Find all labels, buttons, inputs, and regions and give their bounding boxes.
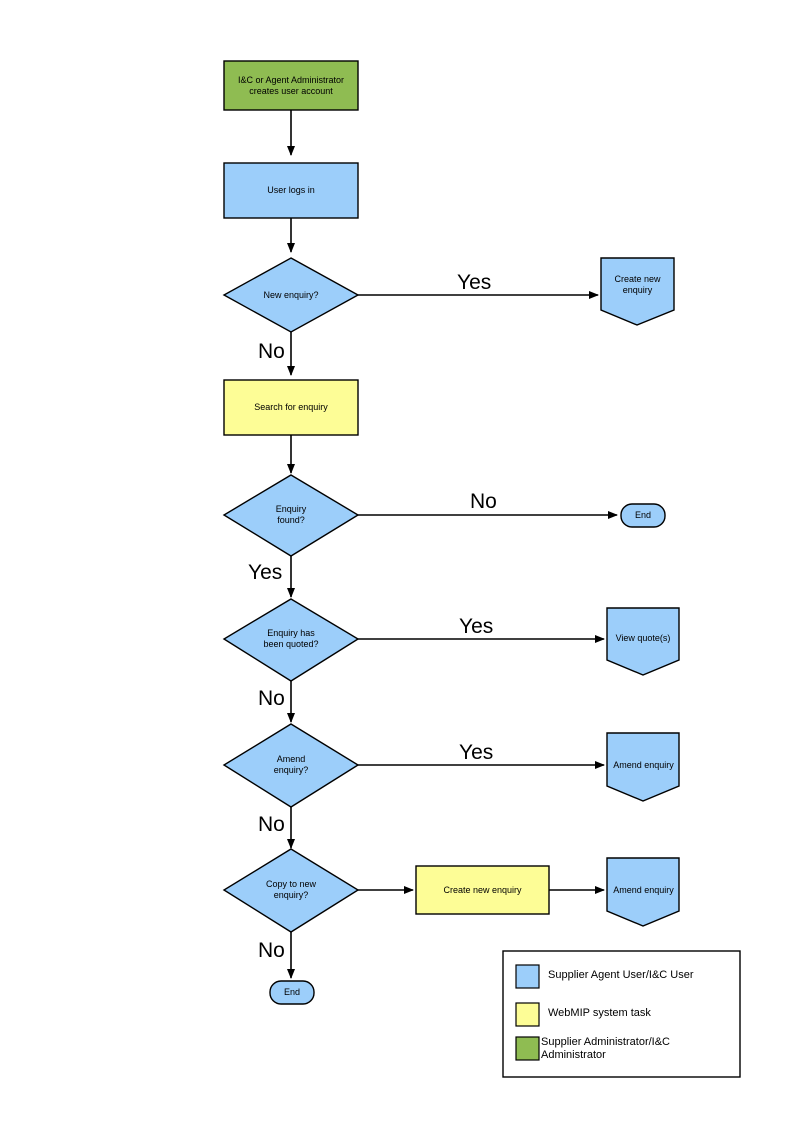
legend-swatch-admin xyxy=(515,1036,540,1061)
node-copy-to-new-enquiry-decision[interactable] xyxy=(222,848,360,933)
legend-label-user: Supplier Agent User/I&C User xyxy=(548,969,694,981)
node-enquiry-found-decision[interactable] xyxy=(222,474,360,557)
legend-label-system: WebMIP system task xyxy=(548,1007,651,1019)
node-new-enquiry-decision[interactable] xyxy=(222,257,360,333)
node-end-final[interactable] xyxy=(269,980,315,1005)
node-create-new-enquiry-banner[interactable] xyxy=(600,257,675,326)
legend-swatch-system xyxy=(515,1002,540,1027)
node-amend-enquiry-banner-1[interactable] xyxy=(606,732,680,802)
node-end-not-found[interactable] xyxy=(620,503,666,528)
node-search-for-enquiry[interactable] xyxy=(223,379,359,436)
node-amend-enquiry-decision[interactable] xyxy=(222,723,360,808)
node-enquiry-quoted-decision[interactable] xyxy=(222,598,360,682)
legend-box xyxy=(502,950,741,1078)
node-view-quotes-banner[interactable] xyxy=(606,607,680,676)
node-user-logs-in[interactable] xyxy=(223,162,359,219)
node-admin-creates-account[interactable] xyxy=(223,60,359,111)
node-create-new-enquiry-task[interactable] xyxy=(415,865,550,915)
legend-label-admin: Supplier Administrator/I&C Administrator xyxy=(541,1036,670,1061)
legend-swatch-user xyxy=(515,964,540,989)
node-amend-enquiry-banner-2[interactable] xyxy=(606,857,680,927)
